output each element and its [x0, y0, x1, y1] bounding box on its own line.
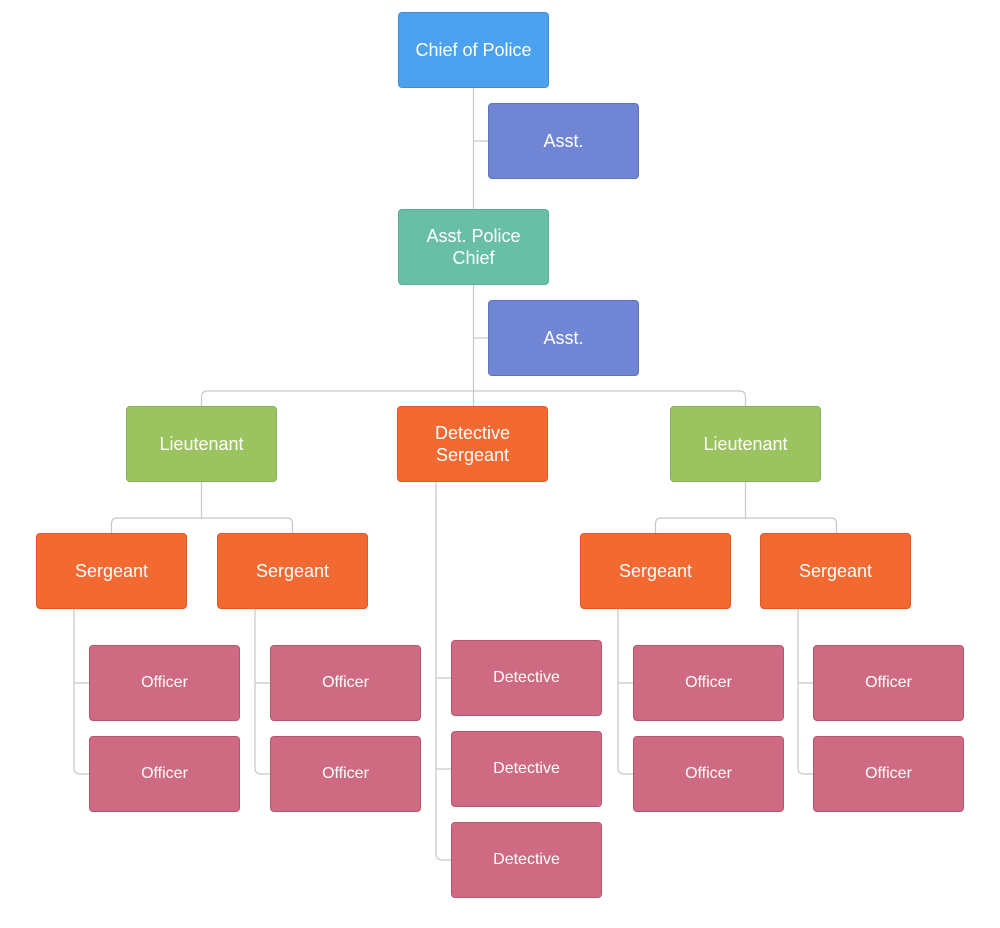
node-officer-2[interactable]: Officer [89, 736, 240, 812]
node-chief-of-police[interactable]: Chief of Police [398, 12, 549, 88]
node-sergeant-1[interactable]: Sergeant [36, 533, 187, 609]
node-label: Officer [322, 674, 369, 691]
connector-sg3 [617, 609, 633, 775]
node-detective-1[interactable]: Detective [451, 640, 602, 716]
node-officer-5[interactable]: Officer [633, 645, 784, 721]
node-officer-4[interactable]: Officer [270, 736, 421, 812]
node-detective-2[interactable]: Detective [451, 731, 602, 807]
node-lieutenant-left[interactable]: Lieutenant [126, 406, 277, 482]
node-lieutenant-right[interactable]: Lieutenant [670, 406, 821, 482]
connector-lt1-branch [110, 482, 294, 533]
node-label: Asst. [543, 328, 584, 348]
node-officer-7[interactable]: Officer [813, 645, 964, 721]
node-label: Sergeant [74, 561, 149, 581]
node-label: Detective [493, 851, 560, 868]
node-label: Sergeant [255, 561, 330, 581]
node-sergeant-3[interactable]: Sergeant [580, 533, 731, 609]
connector-lt2-branch [654, 482, 838, 533]
node-label: Officer [685, 674, 732, 691]
node-label: Sergeant [798, 561, 873, 581]
node-label: Sergeant [618, 561, 693, 581]
node-officer-1[interactable]: Officer [89, 645, 240, 721]
node-label: Detective [493, 669, 560, 686]
node-sergeant-2[interactable]: Sergeant [217, 533, 368, 609]
node-officer-3[interactable]: Officer [270, 645, 421, 721]
node-label: Officer [141, 765, 188, 782]
connector-branch-level2 [200, 390, 747, 406]
node-label: Detective Sergeant [434, 423, 511, 465]
node-assistant-1[interactable]: Asst. [488, 103, 639, 179]
node-label: Officer [685, 765, 732, 782]
node-assistant-2[interactable]: Asst. [488, 300, 639, 376]
node-officer-6[interactable]: Officer [633, 736, 784, 812]
node-officer-8[interactable]: Officer [813, 736, 964, 812]
node-label: Asst. Police Chief [426, 226, 521, 268]
connector-ds [435, 482, 451, 861]
node-detective-3[interactable]: Detective [451, 822, 602, 898]
node-label: Chief of Police [415, 40, 532, 60]
node-label: Lieutenant [159, 434, 244, 454]
connector-sg1 [73, 609, 89, 775]
node-asst-police-chief[interactable]: Asst. Police Chief [398, 209, 549, 285]
node-detective-sergeant[interactable]: Detective Sergeant [397, 406, 548, 482]
connector-sg2 [254, 609, 270, 775]
node-label: Officer [322, 765, 369, 782]
connector-sg4 [797, 609, 813, 775]
node-sergeant-4[interactable]: Sergeant [760, 533, 911, 609]
node-label: Asst. [543, 131, 584, 151]
node-label: Officer [865, 765, 912, 782]
node-label: Lieutenant [703, 434, 788, 454]
node-label: Detective [493, 760, 560, 777]
node-label: Officer [865, 674, 912, 691]
node-label: Officer [141, 674, 188, 691]
